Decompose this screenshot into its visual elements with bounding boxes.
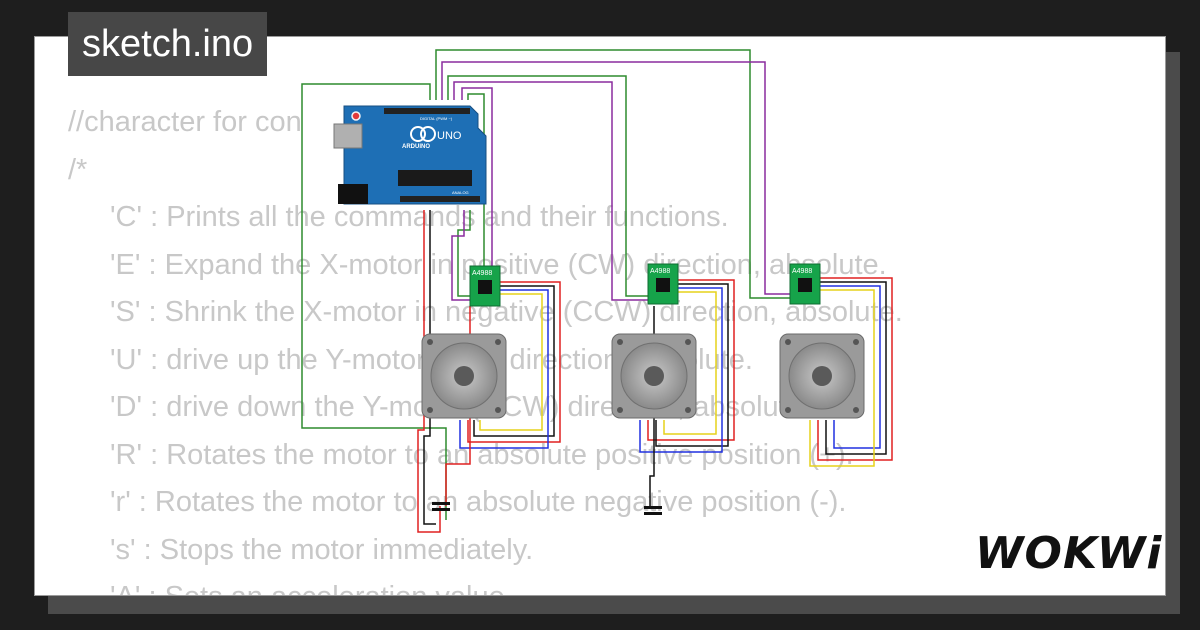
atmega-chip: [398, 170, 472, 186]
wire-purple: [453, 81, 650, 301]
code-line: /*: [68, 153, 88, 186]
wokwi-logo: WOKWi: [975, 528, 1163, 579]
usb-port: [333, 123, 363, 149]
digital-header: [384, 108, 470, 114]
capacitor-1[interactable]: [432, 502, 450, 511]
driver-label: A4988: [472, 270, 492, 277]
code-line: 'R' : Rotates the motor to an absolute p…: [110, 438, 854, 471]
driver-a4988-1[interactable]: A4988: [469, 265, 501, 307]
stepper-motor-2[interactable]: [611, 333, 697, 419]
wire-purple: [441, 61, 790, 295]
stepper-motor-3[interactable]: [779, 333, 865, 419]
reset-button[interactable]: [351, 111, 361, 121]
power-jack: [338, 184, 368, 204]
code-line: 'r' : Rotates the motor to an absolute n…: [110, 486, 847, 518]
code-line: 'C' : Prints all the commands and their …: [110, 201, 729, 233]
code-line: 's' : Stops the motor immediately.: [110, 533, 534, 566]
header-analog-label: ANALOG: [452, 190, 469, 195]
arduino-logo-icon: [410, 126, 426, 142]
board-model: UNO: [437, 130, 462, 142]
wire-green: [435, 49, 790, 299]
header-digital-label: DIGITAL (PWM ~): [420, 116, 453, 121]
stepper-motor-1[interactable]: [421, 333, 507, 419]
driver-label: A4988: [650, 268, 670, 275]
preview-card: //character for con /* 'C' : Prints all th…: [34, 36, 1166, 596]
code-line: //character for con: [68, 106, 302, 138]
board-brand: ARDUINO: [402, 144, 430, 150]
driver-a4988-2[interactable]: A4988: [647, 263, 679, 305]
wire-green: [447, 75, 650, 297]
wire-green: [301, 83, 447, 520]
sketch-title: sketch.ino: [68, 12, 268, 76]
code-line: 'A' : Sets an acceleration value.: [68, 574, 903, 595]
wire-purple: [451, 210, 470, 301]
capacitor-2[interactable]: [644, 506, 662, 515]
driver-label: A4988: [792, 268, 812, 275]
arduino-uno-board[interactable]: UNO ARDUINO DIGITAL (PWM ~) ANALOG: [333, 105, 487, 205]
driver-a4988-3[interactable]: A4988: [789, 263, 821, 305]
analog-header: [400, 196, 480, 202]
code-line: 'E' : Expand the X-motor in positive (CW…: [110, 248, 887, 281]
wire-green: [457, 210, 472, 297]
code-preview: //character for con /* 'C' : Prints all th…: [68, 99, 903, 595]
